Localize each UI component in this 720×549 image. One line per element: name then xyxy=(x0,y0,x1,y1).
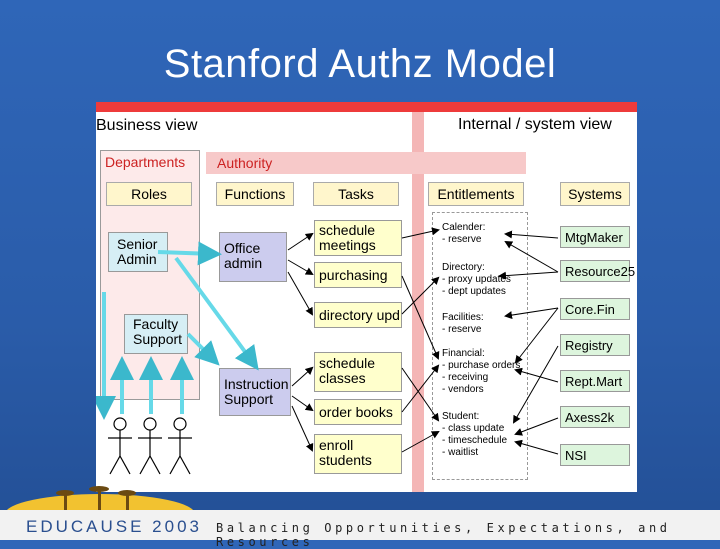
system-axess2k: Axess2k xyxy=(560,406,630,428)
header-functions: Functions xyxy=(216,182,294,206)
footer-tagline: Balancing Opportunities, Expectations, a… xyxy=(216,521,671,549)
entitlement-facilities: Facilities: - reserve xyxy=(442,312,484,335)
system-registry: Registry xyxy=(560,334,630,356)
function-instruction-support: Instruction Support xyxy=(219,368,291,416)
entitlement-student: Student: - class update - timeschedule -… xyxy=(442,411,508,458)
header-systems: Systems xyxy=(560,182,630,206)
entitlement-financial: Financial: - purchase orders - receiving… xyxy=(442,348,521,395)
footer-brand: EDUCAUSE 2003 xyxy=(26,517,203,536)
role-faculty-support: Faculty Support xyxy=(124,314,188,354)
task-purchasing: purchasing xyxy=(314,262,402,288)
system-reptmart: Rept.Mart xyxy=(560,370,630,392)
header-bar xyxy=(96,102,637,112)
diagram-panel: Business view Internal / system view Aut… xyxy=(96,102,637,492)
system-corefin: Core.Fin xyxy=(560,298,630,320)
authority-band xyxy=(206,152,526,174)
task-schedule-meetings: schedule meetings xyxy=(314,220,402,256)
task-order-books: order books xyxy=(314,399,402,425)
business-view-label: Business view xyxy=(96,117,198,134)
footer-sun-logo xyxy=(5,486,195,514)
task-directory-upd: directory upd xyxy=(314,302,402,328)
task-enroll-students: enroll students xyxy=(314,434,402,474)
header-tasks: Tasks xyxy=(313,182,399,206)
authority-label: Authority xyxy=(217,155,273,171)
departments-label: Departments xyxy=(105,154,186,170)
system-mtgmaker: MtgMaker xyxy=(560,226,630,248)
header-roles: Roles xyxy=(106,182,192,206)
task-schedule-classes: schedule classes xyxy=(314,352,402,392)
header-entitlements: Entitlements xyxy=(428,182,524,206)
function-office-admin: Office admin xyxy=(219,232,287,282)
users-figures xyxy=(108,417,192,475)
system-resource25: Resource25 xyxy=(560,260,635,282)
entitlement-calendar: Calender: - reserve xyxy=(442,222,486,245)
system-nsi: NSI xyxy=(560,444,630,466)
entitlement-directory: Directory: - proxy updates - dept update… xyxy=(442,262,511,297)
role-senior-admin: Senior Admin xyxy=(108,232,168,272)
diagram-connectors xyxy=(96,227,559,475)
footer-bar xyxy=(0,510,720,540)
slide-title: Stanford Authz Model xyxy=(163,42,557,86)
view-divider xyxy=(412,112,424,492)
internal-view-label: Internal / system view xyxy=(458,116,612,133)
